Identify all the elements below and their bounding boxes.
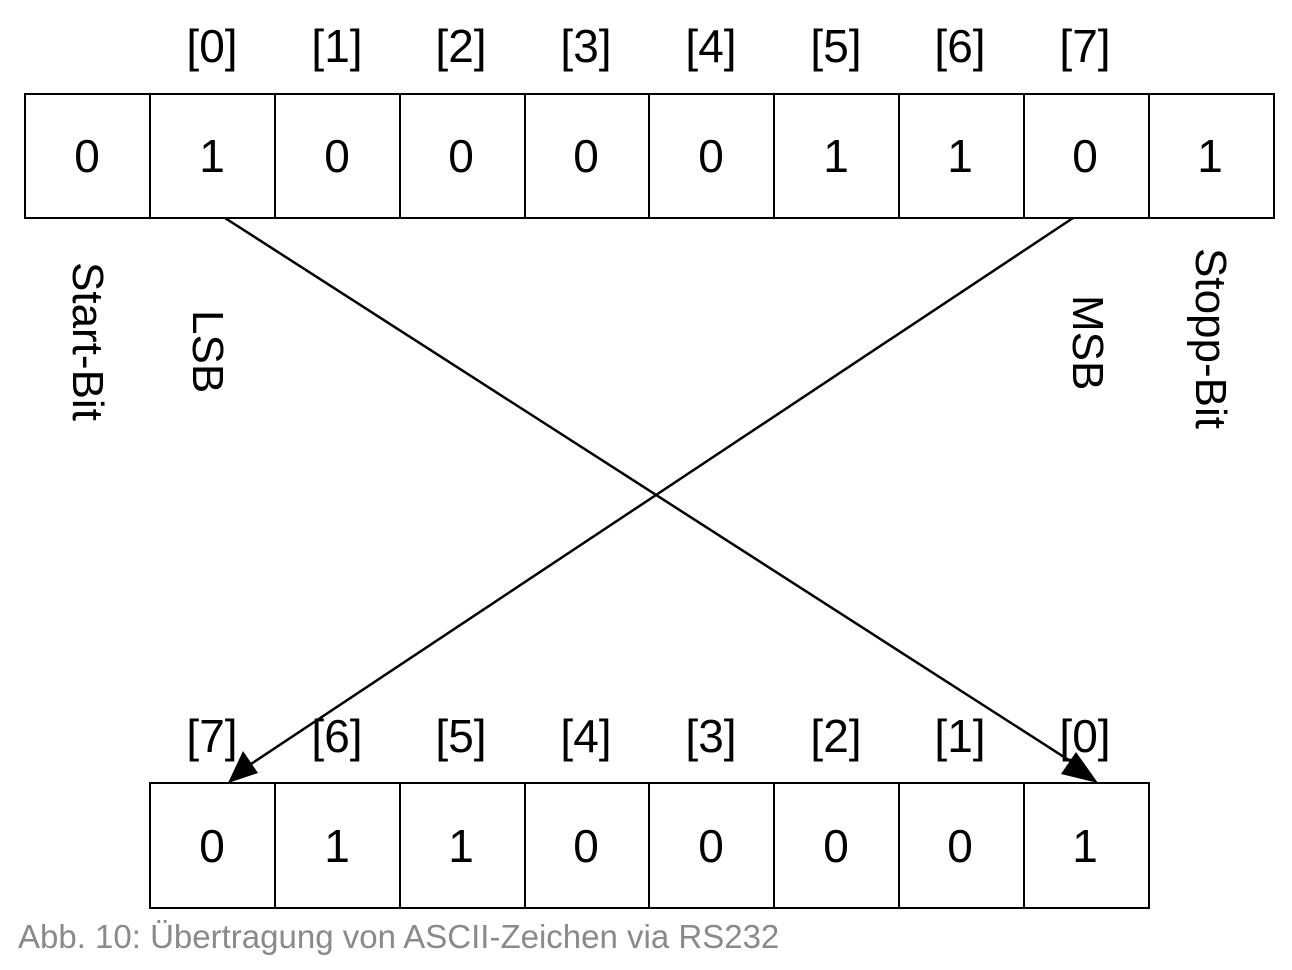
- top-bit-1: 1: [199, 130, 225, 182]
- bottom-bit-7: 1: [1072, 820, 1098, 872]
- msb-to-bottom-7-line: [247, 216, 1074, 768]
- bit-order-connectors: [224, 216, 1098, 783]
- bottom-index-4: [3]: [685, 710, 736, 762]
- start-bit-label: Start-Bit: [63, 262, 112, 421]
- top-cell-8: [1023, 93, 1150, 219]
- top-bit-2: 0: [324, 130, 350, 182]
- bottom-cell-2: [399, 782, 526, 909]
- msb-label: MSB: [1063, 295, 1112, 390]
- bottom-bit-3: 0: [573, 820, 599, 872]
- lsb-to-bottom-0-line: [224, 216, 1079, 768]
- top-cell-3: [399, 93, 526, 219]
- bottom-bit-4: 0: [698, 820, 724, 872]
- top-index-4: [4]: [685, 20, 736, 72]
- top-bit-0: 0: [74, 130, 100, 182]
- top-index-1: [1]: [311, 20, 362, 72]
- top-cell-1: [149, 93, 276, 219]
- bottom-index-3: [4]: [560, 710, 611, 762]
- bottom-index-1: [6]: [311, 710, 362, 762]
- top-index-7: [7]: [1059, 20, 1110, 72]
- top-bit-5: 0: [698, 130, 724, 182]
- bottom-index-6: [1]: [934, 710, 985, 762]
- bottom-bit-2: 1: [448, 820, 474, 872]
- bottom-index-2: [5]: [435, 710, 486, 762]
- top-index-2: [2]: [435, 20, 486, 72]
- lsb-label: LSB: [183, 310, 232, 393]
- top-bit-4: 0: [573, 130, 599, 182]
- stop-bit-label: Stopp-Bit: [1186, 248, 1235, 429]
- figure-caption: Abb. 10: Übertragung von ASCII-Zeichen v…: [18, 918, 780, 955]
- lsb-arrowhead: [1061, 752, 1098, 783]
- top-bit-9: 1: [1197, 130, 1223, 182]
- top-cell-6: [773, 93, 900, 219]
- bottom-bit-6: 0: [947, 820, 973, 872]
- bottom-cell-3: [524, 782, 650, 909]
- top-cell-2: [274, 93, 401, 219]
- bottom-index-5: [2]: [810, 710, 861, 762]
- bottom-cell-0: [149, 782, 276, 909]
- top-cell-9: [1148, 93, 1275, 219]
- bottom-bit-5: 0: [823, 820, 849, 872]
- bottom-index-7: [0]: [1059, 710, 1110, 762]
- top-bit-3: 0: [448, 130, 474, 182]
- top-cell-7: [898, 93, 1025, 219]
- bottom-cell-7: [1023, 782, 1150, 909]
- bottom-cell-1: [274, 782, 401, 909]
- bottom-bit-1: 1: [324, 820, 350, 872]
- top-cell-0: [24, 93, 151, 219]
- top-bit-6: 1: [823, 130, 849, 182]
- bottom-index-0: [7]: [186, 710, 237, 762]
- msb-arrowhead: [228, 751, 258, 783]
- top-cell-4: [524, 93, 650, 219]
- bottom-index-row: [7] [6] [5] [4] [3] [2] [1] [0]: [186, 710, 1110, 762]
- top-register: 0 1 0 0 0 0 1 1 0 1: [24, 93, 1275, 219]
- top-cell-5: [648, 93, 775, 219]
- top-index-0: [0]: [186, 20, 237, 72]
- bottom-register: 0 1 1 0 0 0 0 1: [149, 782, 1150, 909]
- top-index-5: [5]: [810, 20, 861, 72]
- top-index-6: [6]: [934, 20, 985, 72]
- bottom-bit-0: 0: [199, 820, 225, 872]
- top-index-3: [3]: [560, 20, 611, 72]
- top-bit-7: 1: [947, 130, 973, 182]
- top-bit-8: 0: [1072, 130, 1098, 182]
- top-index-row: [0] [1] [2] [3] [4] [5] [6] [7]: [186, 20, 1110, 72]
